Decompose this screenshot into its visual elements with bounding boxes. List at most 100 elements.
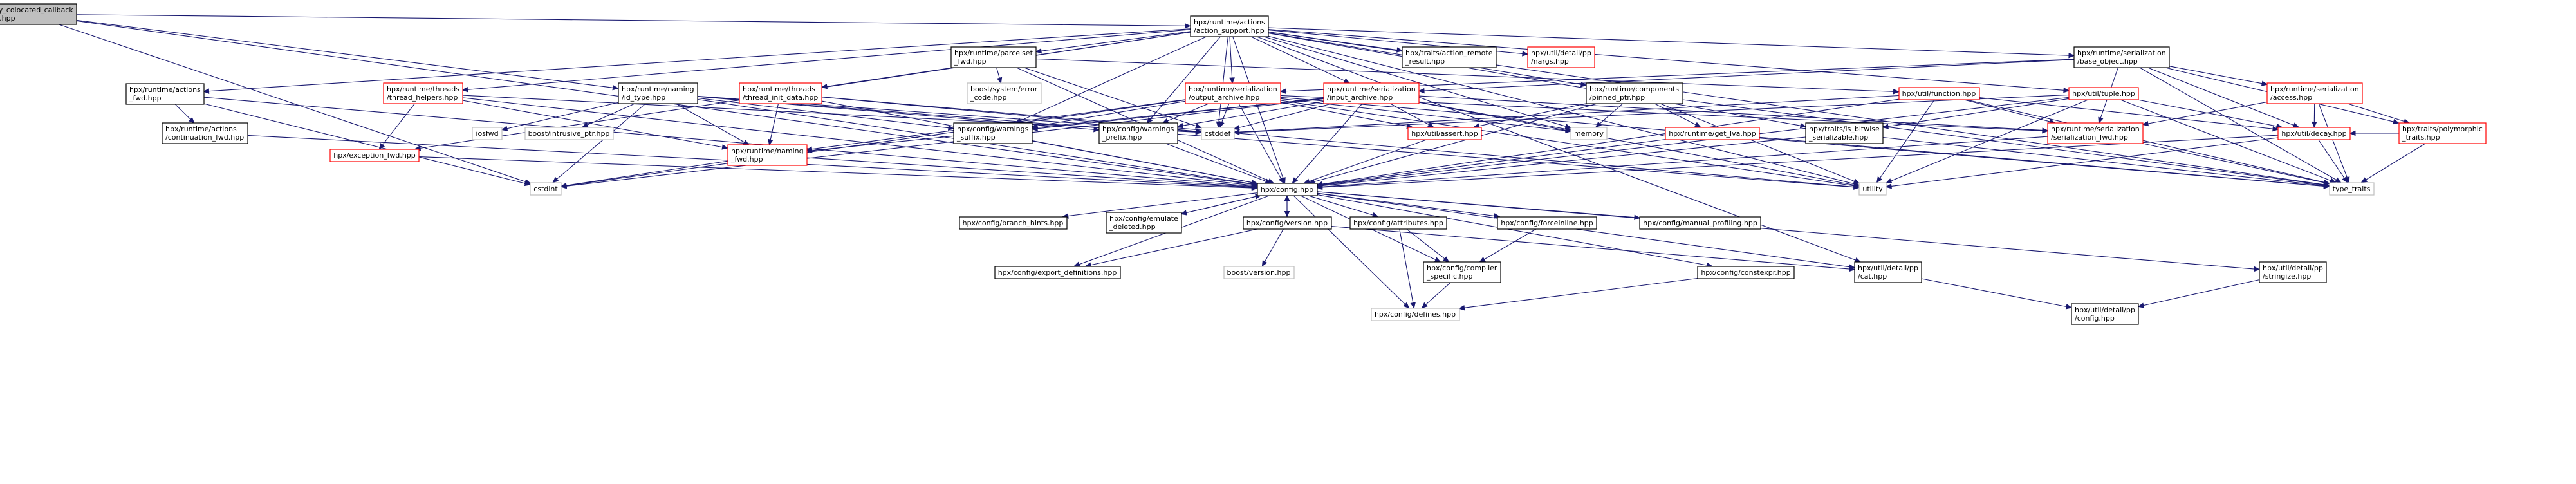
node-label: hpx/runtime/naming (622, 85, 694, 93)
node-stringize[interactable]: hpx/util/detail/pp/stringize.hpp (2259, 261, 2327, 283)
node-pinned-ptr[interactable]: hpx/runtime/components/pinned_ptr.hpp (1586, 82, 1683, 104)
node-label: apply_colocated_callback (0, 6, 73, 14)
node-decay[interactable]: hpx/util/decay.hpp (2277, 127, 2351, 140)
edge-input-archive-to-serialization-fwd (1418, 95, 2049, 133)
node-label: hpx/config/warnings (957, 125, 1029, 133)
node-base-object[interactable]: hpx/runtime/serialization/base_object.hp… (2073, 46, 2170, 68)
edge-tuple-to-type-traits (2119, 98, 2337, 183)
node-label: hpx/config/compiler (1427, 264, 1497, 272)
node-label: _deleted.hpp (1109, 223, 1156, 231)
node-get-lva[interactable]: hpx/runtime/get_lva.hpp (1665, 127, 1760, 140)
edge-version-to-pp-cat (1331, 226, 1856, 272)
node-version[interactable]: hpx/config/version.hpp (1243, 216, 1332, 230)
node-branch-hints[interactable]: hpx/config/branch_hints.hpp (959, 216, 1068, 230)
node-intrusive-ptr[interactable]: boost/intrusive_ptr.hpp (524, 127, 614, 140)
node-label: iosfwd (476, 129, 498, 138)
node-box (1257, 183, 1318, 196)
node-box (1223, 266, 1295, 279)
node-memory[interactable]: memory (1570, 127, 1608, 140)
node-forceinline[interactable]: hpx/config/forceinline.hpp (1497, 216, 1597, 230)
node-polymorphic-traits[interactable]: hpx/traits/polymorphic_traits.hpp (2398, 122, 2487, 144)
node-function[interactable]: hpx/util/function.hpp (1898, 87, 1980, 100)
edge-function-to-decay (1979, 97, 2279, 132)
edge-input-archive-to-utility (1418, 102, 1860, 188)
node-error-code[interactable]: boost/system/error_code.hpp (967, 82, 1042, 104)
node-label: /stringize.hpp (2263, 272, 2311, 281)
node-parcelset-fwd[interactable]: hpx/runtime/parcelset_fwd.hpp (950, 46, 1037, 68)
node-box (2068, 87, 2139, 100)
node-label: /pinned_ptr.hpp (1589, 93, 1645, 102)
node-utility[interactable]: utility (1858, 182, 1887, 196)
node-warnings-suffix[interactable]: hpx/config/warnings_suffix.hpp (953, 122, 1033, 144)
node-box (1185, 82, 1281, 104)
edge-config-to-attributes (1307, 194, 1379, 218)
edge-access-to-polymorphic-traits (2347, 103, 2411, 124)
node-cstdint[interactable]: cstdint (530, 182, 562, 196)
edge-serialization-fwd-to-config (1316, 136, 2048, 190)
node-nargs[interactable]: hpx/util/detail/pp/nargs.hpp (1527, 46, 1595, 68)
edge-naming-fwd-to-cstdint (560, 160, 728, 189)
edge-input-archive-to-cstdint (560, 98, 1324, 189)
node-is-bitwise[interactable]: hpx/traits/is_bitwise_serializable.hpp (1805, 122, 1884, 144)
node-compiler-specific[interactable]: hpx/config/compiler_specific.hpp (1423, 261, 1501, 283)
node-root[interactable]: apply_colocated_callback_fwd.hpp (0, 3, 77, 25)
node-manual-profiling[interactable]: hpx/config/manual_profiling.hpp (1639, 216, 1761, 230)
node-tuple[interactable]: hpx/util/tuple.hpp (2068, 87, 2139, 100)
node-label: hpx/config/forceinline.hpp (1501, 219, 1593, 227)
node-box (1106, 212, 1182, 234)
node-box (1497, 216, 1597, 230)
node-action-remote-result[interactable]: hpx/traits/action_remote_result.hpp (1402, 46, 1497, 68)
node-boost-version[interactable]: boost/version.hpp (1223, 266, 1295, 279)
node-box (1697, 266, 1795, 279)
node-thread-helpers[interactable]: hpx/runtime/threads/thread_helpers.hpp (383, 82, 463, 104)
node-output-archive[interactable]: hpx/runtime/serialization/output_archive… (1185, 82, 1281, 104)
node-pp-config[interactable]: hpx/util/detail/pp/config.hpp (2071, 303, 2139, 325)
edge-pp-cat-to-pp-config (1921, 278, 2073, 310)
node-type-traits[interactable]: type_traits (2329, 182, 2375, 196)
node-box (329, 149, 420, 162)
node-export-definitions[interactable]: hpx/config/export_definitions.hpp (994, 266, 1121, 279)
node-exception-fwd[interactable]: hpx/exception_fwd.hpp (329, 149, 420, 162)
node-warnings-prefix[interactable]: hpx/config/warnings_prefix.hpp (1098, 122, 1178, 144)
node-cstddef[interactable]: cstddef (1201, 127, 1235, 140)
edge-action-support-to-parcelset-fwd (1035, 31, 1191, 54)
node-input-archive[interactable]: hpx/runtime/serialization/input_archive.… (1323, 82, 1420, 104)
node-label: _fwd.hpp (954, 57, 987, 66)
node-box (2277, 127, 2351, 140)
node-box (1858, 182, 1887, 196)
edge-stringize-to-pp-config (2137, 279, 2260, 308)
node-box (2329, 182, 2375, 196)
edge-pinned-ptr-to-utility (1660, 103, 1860, 184)
node-label: hpx/config.hpp (1261, 185, 1313, 194)
node-box (530, 182, 562, 196)
node-emulate-deleted[interactable]: hpx/config/emulate_deleted.hpp (1106, 212, 1182, 234)
node-constexpr[interactable]: hpx/config/constexpr.hpp (1697, 266, 1795, 279)
node-thread-init-data[interactable]: hpx/runtime/threads/thread_init_data.hpp (739, 82, 822, 104)
node-label: /access.hpp (2270, 93, 2312, 102)
node-label: _fwd.hpp (0, 14, 15, 23)
edge-base-object-to-input-archive (1418, 59, 2075, 94)
node-naming-fwd[interactable]: hpx/runtime/naming_fwd.hpp (727, 144, 808, 166)
node-serialization-fwd[interactable]: hpx/runtime/serialization/serialization_… (2047, 122, 2144, 144)
node-assert[interactable]: hpx/util/assert.hpp (1407, 127, 1482, 140)
node-pp-cat[interactable]: hpx/util/detail/pp/cat.hpp (1854, 261, 1922, 283)
edge-parcelset-fwd-to-error-code (996, 67, 1003, 84)
node-access[interactable]: hpx/runtime/serialization/access.hpp (2266, 82, 2363, 104)
node-label: hpx/util/detail/pp (1858, 264, 1918, 272)
node-box (1570, 127, 1608, 140)
node-continuation-fwd[interactable]: hpx/runtime/actions/continuation_fwd.hpp (162, 122, 248, 144)
node-label: hpx/runtime/serialization (2051, 125, 2140, 133)
edge-action-support-to-cstddef (1216, 36, 1228, 128)
node-naming-id-type[interactable]: hpx/runtime/naming/id_type.hpp (618, 82, 698, 104)
node-label: hpx/runtime/serialization (2077, 49, 2166, 57)
node-iosfwd[interactable]: iosfwd (472, 127, 503, 140)
node-label: boost/version.hpp (1227, 268, 1291, 277)
node-defines[interactable]: hpx/config/defines.hpp (1371, 308, 1460, 321)
node-box (2398, 122, 2487, 144)
node-attributes[interactable]: hpx/config/attributes.hpp (1349, 216, 1447, 230)
node-actions-fwd[interactable]: hpx/runtime/actions_fwd.hpp (125, 83, 205, 105)
node-config[interactable]: hpx/config.hpp (1257, 183, 1318, 196)
node-action-support[interactable]: hpx/runtime/actions/action_support.hpp (1190, 15, 1269, 37)
edge-thread-init-data-to-naming-fwd (768, 103, 779, 146)
edge-decay-to-config (1316, 135, 2279, 191)
